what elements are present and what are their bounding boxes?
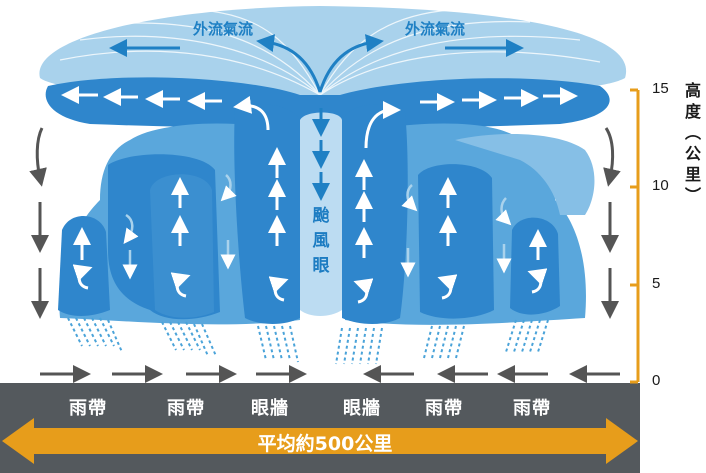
curve-arrow-icon bbox=[72, 264, 93, 290]
down-arrow-icon bbox=[603, 127, 621, 187]
rain-streak-icon bbox=[505, 319, 549, 353]
eye-label-char: 風 bbox=[312, 231, 330, 251]
curve-arrow-icon bbox=[495, 197, 512, 226]
band-label-rainband: 雨帶 bbox=[425, 398, 463, 419]
curve-arrow-icon bbox=[353, 278, 374, 304]
axis-title-char: 里 bbox=[684, 165, 701, 184]
band-label-rainband: 雨帶 bbox=[513, 398, 551, 419]
eye-label: 颱 風 眼 bbox=[306, 204, 336, 279]
curve-arrow-icon bbox=[170, 272, 191, 298]
eye-label-char: 眼 bbox=[312, 256, 330, 276]
anvil-cloud bbox=[39, 6, 627, 96]
altitude-tick: 5 bbox=[652, 275, 661, 292]
band-label-rainband: 雨帶 bbox=[69, 398, 107, 419]
rain-streak-icon bbox=[257, 325, 299, 363]
band-label-rainband: 雨帶 bbox=[167, 398, 205, 419]
outflow-arrows bbox=[109, 34, 524, 93]
rain-streak-icon bbox=[161, 321, 217, 357]
altitude-axis bbox=[630, 88, 640, 384]
tower-right-2 bbox=[418, 164, 494, 319]
eye-label-char: 颱 bbox=[312, 206, 330, 226]
rain-streaks bbox=[67, 317, 549, 365]
right-arrow-icon bbox=[606, 418, 638, 464]
distance-arrow bbox=[2, 418, 638, 464]
curve-arrow-icon bbox=[220, 174, 237, 202]
curve-arrow-icon bbox=[268, 276, 289, 302]
axis-title-char: ︶ bbox=[684, 186, 701, 205]
eyewall-right bbox=[342, 104, 408, 324]
tower-left-1 bbox=[58, 215, 110, 316]
axis-title-char: ︵ bbox=[684, 123, 701, 142]
altitude-tick: 0 bbox=[652, 372, 661, 389]
left-arrow-icon bbox=[2, 418, 34, 464]
anvil-streamlines bbox=[59, 9, 601, 96]
curve-arrow-icon bbox=[233, 95, 270, 131]
updraft-arrows bbox=[72, 147, 548, 304]
outer-subsidence-arrows bbox=[29, 127, 621, 319]
axis-title-char: 高 bbox=[684, 81, 701, 100]
top-flow-arrows bbox=[61, 86, 578, 149]
outflow-label-right: 外流氣流 bbox=[404, 20, 465, 38]
curve-arrow-icon bbox=[364, 101, 401, 149]
curve-arrow-icon bbox=[401, 184, 418, 212]
rain-streak-icon bbox=[67, 317, 123, 353]
down-arrow-icon bbox=[29, 127, 47, 187]
curve-arrow-icon bbox=[123, 213, 139, 245]
curve-arrow-icon bbox=[527, 268, 548, 294]
altitude-axis-title: 高 度 ︵ 公 里 ︶ bbox=[682, 80, 704, 206]
rain-streak-icon bbox=[335, 327, 383, 365]
band-label-eyewall: 眼牆 bbox=[343, 398, 381, 419]
eyewall-left bbox=[234, 104, 300, 325]
rain-streak-icon bbox=[423, 325, 465, 359]
curve-arrow-icon bbox=[318, 34, 384, 93]
tower-right-1 bbox=[510, 217, 560, 315]
main-cloud-top bbox=[45, 77, 610, 129]
downdraft-arrows bbox=[122, 174, 512, 280]
curve-arrow-icon bbox=[437, 274, 458, 300]
axis-title-char: 公 bbox=[684, 144, 701, 163]
curve-arrow-icon bbox=[256, 34, 322, 93]
altitude-tick: 10 bbox=[652, 177, 669, 194]
outflow-label-left: 外流氣流 bbox=[192, 20, 253, 38]
typhoon-eye bbox=[300, 112, 342, 316]
tower-left-3 bbox=[150, 174, 214, 318]
altitude-tick: 15 bbox=[652, 80, 669, 97]
axis-title-char: 度 bbox=[684, 102, 701, 121]
distance-label: 平均約500公里 bbox=[257, 433, 393, 455]
far-cloud-right bbox=[455, 134, 595, 215]
band-label-eyewall: 眼牆 bbox=[251, 398, 289, 419]
